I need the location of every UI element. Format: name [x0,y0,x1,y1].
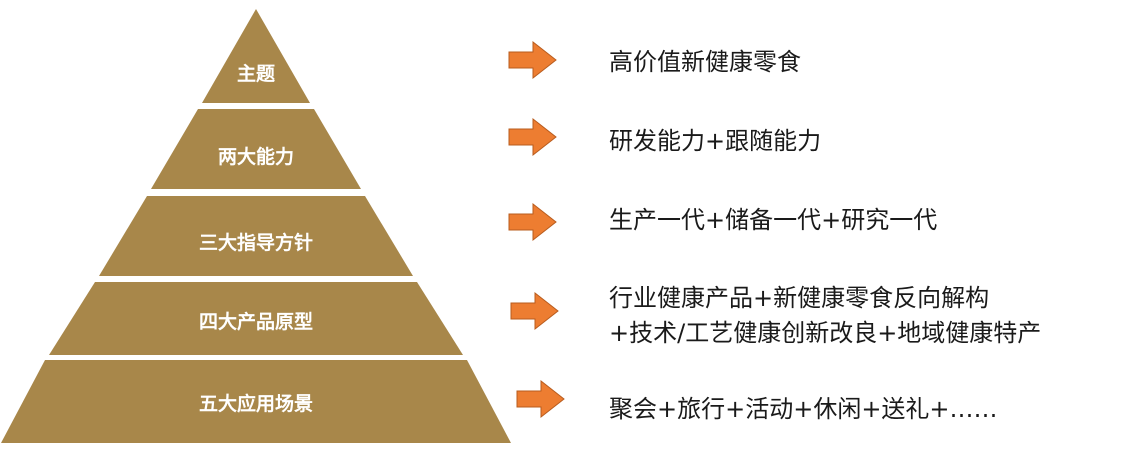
arrow-right-icon [508,117,557,157]
tier-2-shape [151,109,361,189]
tier-3-shape [99,196,413,276]
tier-4: 四大产品原型 [49,282,463,355]
tier-5: 五大应用场景 [1,360,511,443]
description-5: 聚会+旅行+活动+休闲+送礼+…… [609,395,998,423]
tier-5-shape [1,360,511,443]
description-3: 生产一代+储备一代+研究一代 [609,206,937,234]
tier-5-label: 五大应用场景 [199,392,313,415]
tier-2: 两大能力 [151,109,361,189]
tier-1-shape [202,9,310,103]
description-4-line-1: 行业健康产品+新健康零食反向解构 [609,284,989,312]
tier-1: 主题 [202,9,310,103]
tier-2-label: 两大能力 [218,145,294,168]
tier-4-shape [49,282,463,355]
arrow-right-icon [516,379,565,419]
arrow-right-icon [508,202,557,242]
tier-3-label: 三大指导方针 [199,231,313,254]
description-1: 高价值新健康零食 [609,48,801,76]
arrow-right-icon [510,291,559,331]
tier-1-label: 主题 [237,63,275,85]
arrow-right-icon [508,40,557,80]
tier-4-label: 四大产品原型 [199,310,313,333]
description-4-line-2: +技术/工艺健康创新改良+地域健康特产 [609,319,1041,347]
tier-3: 三大指导方针 [99,196,413,276]
description-2: 研发能力+跟随能力 [609,127,821,155]
